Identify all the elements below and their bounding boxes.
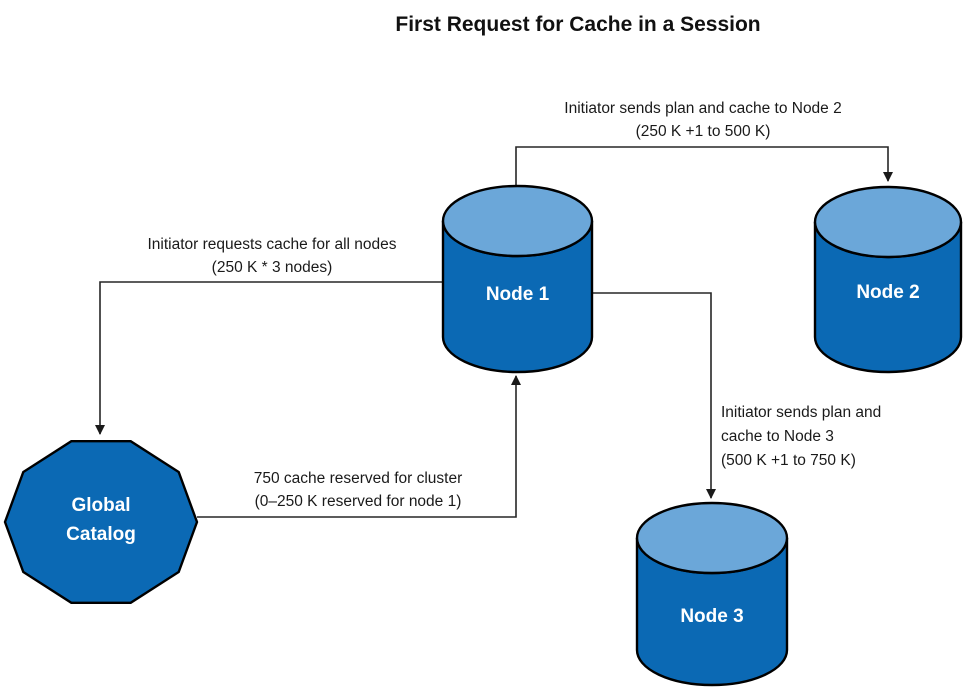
node2-cylinder-icon (813, 185, 963, 374)
annotation-line: (250 K * 3 nodes) (211, 259, 333, 276)
node2-cylinder-top (813, 185, 963, 259)
annotation-line: (500 K +1 to 750 K) (721, 452, 856, 469)
annotation-line: Initiator sends plan and cache to Node 2 (564, 100, 842, 117)
node3-label: Node 3 (680, 606, 744, 627)
annotation-line: Initiator sends plan and (721, 404, 882, 421)
node3-cylinder-icon (635, 501, 789, 687)
connector-node1-to-catalog (95, 281, 443, 435)
annotation-request-cache: Initiator requests cache for all nodes (… (92, 233, 452, 279)
node1-cylinder-top (441, 184, 594, 258)
annotation-line: (250 K +1 to 500 K) (635, 123, 771, 140)
node1-label: Node 1 (485, 284, 550, 305)
node1-cylinder-icon (441, 184, 594, 374)
connector-catalog-to-node1 (197, 375, 521, 518)
annotation-line: cache to Node 3 (721, 428, 834, 445)
annotation-line: Initiator requests cache for all nodes (147, 236, 397, 253)
global-catalog-label-line1: Global (71, 495, 131, 516)
global-catalog-label-line2: Catalog (66, 524, 136, 545)
global-catalog-label: Global Catalog (21, 491, 181, 549)
node2-label: Node 2 (856, 282, 920, 303)
annotation-cache-reserved: 750 cache reserved for cluster (0–250 K … (218, 467, 498, 513)
connector-node1-to-node2 (515, 146, 893, 186)
node3-cylinder-top (635, 501, 789, 575)
connector-node1-to-node3 (592, 292, 716, 499)
annotation-plan-to-node2: Initiator sends plan and cache to Node 2… (503, 97, 903, 143)
global-catalog-decagon-icon (3, 440, 199, 604)
annotation-plan-to-node3: Initiator sends plan and cache to Node 3… (721, 401, 941, 473)
annotation-line: (0–250 K reserved for node 1) (254, 493, 462, 510)
diagram-title: First Request for Cache in a Session (395, 13, 761, 36)
annotation-line: 750 cache reserved for cluster (253, 470, 463, 487)
